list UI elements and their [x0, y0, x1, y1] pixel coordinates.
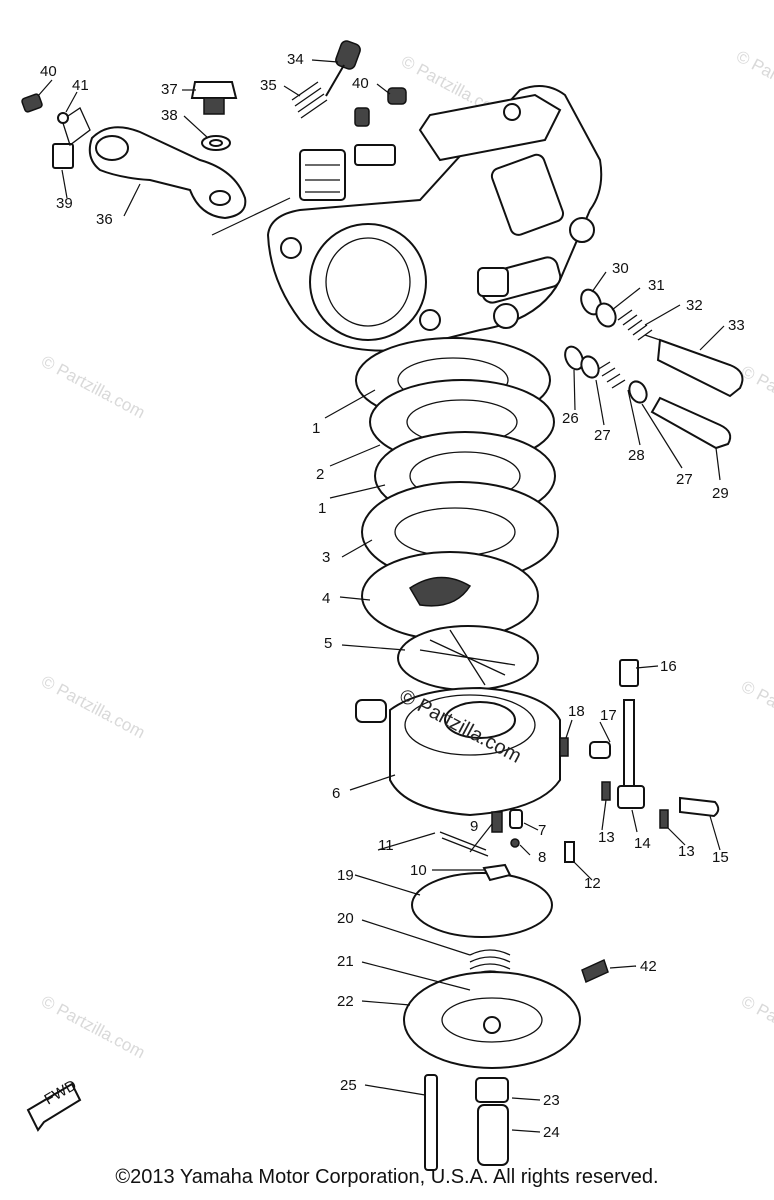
part-label: 6 — [332, 785, 340, 802]
part-label: 1 — [312, 420, 320, 437]
part-label: 39 — [56, 195, 73, 212]
watermark: © Partzilla.com — [38, 672, 148, 743]
part-label: 18 — [568, 703, 585, 720]
part-label: 23 — [543, 1092, 560, 1109]
part-label: 19 — [337, 867, 354, 884]
part-label: 10 — [410, 862, 427, 879]
part-label: 8 — [538, 849, 546, 866]
part-label: 22 — [337, 993, 354, 1010]
part-label: 14 — [634, 835, 651, 852]
part-label: 11 — [378, 837, 394, 854]
part-labels: 1 2 1 3 4 5 6 7 8 9 10 11 12 13 13 14 15… — [40, 51, 745, 1141]
fwd-arrow — [26, 1082, 82, 1132]
part-label: 33 — [728, 317, 745, 334]
adjusting-screw-assembly — [564, 288, 744, 450]
part-label: 16 — [660, 658, 677, 675]
part-label: 40 — [40, 63, 57, 80]
part-label: 28 — [628, 447, 645, 464]
part-label: 17 — [600, 707, 617, 724]
copyright-notice: ©2013 Yamaha Motor Corporation, U.S.A. A… — [115, 1166, 659, 1188]
throttle-stop-screw — [291, 40, 407, 127]
part-label: 42 — [640, 958, 657, 975]
part-label: 41 — [72, 77, 89, 94]
part-label: 29 — [712, 485, 729, 502]
watermark: © Partzilla.com — [38, 352, 148, 423]
watermark: © Partzilla.com — [38, 992, 148, 1063]
carburetor-body — [266, 85, 603, 352]
part-label: 20 — [337, 910, 354, 927]
part-label: 21 — [337, 953, 354, 970]
diaphragm-stack — [355, 337, 559, 691]
part-label: 37 — [161, 81, 178, 98]
part-label: 26 — [562, 410, 579, 427]
part-label: 15 — [712, 849, 729, 866]
part-label: 27 — [676, 471, 693, 488]
part-label: 5 — [324, 635, 332, 652]
part-label: 24 — [543, 1124, 560, 1141]
part-label: 34 — [287, 51, 304, 68]
watermark: © Partzilla.com — [738, 677, 774, 748]
part-label: 13 — [678, 843, 695, 860]
part-label: 1 — [318, 500, 326, 517]
part-label: 13 — [598, 829, 615, 846]
part-label: 38 — [161, 107, 178, 124]
part-label: 30 — [612, 260, 629, 277]
part-label: 4 — [322, 590, 330, 607]
pump-body — [355, 659, 720, 863]
throttle-lever-assembly — [21, 81, 247, 220]
leader-lines — [37, 59, 725, 1133]
part-label: 3 — [322, 549, 330, 566]
part-label: 7 — [538, 822, 546, 839]
part-label: 12 — [584, 875, 601, 892]
part-label: 31 — [648, 277, 665, 294]
watermark: © Partzilla.com — [733, 47, 774, 118]
part-label: 27 — [594, 427, 611, 444]
part-label: 25 — [340, 1077, 357, 1094]
part-label: 2 — [316, 466, 324, 483]
watermark: © Partzilla.com — [738, 992, 774, 1063]
part-label: 35 — [260, 77, 277, 94]
watermark: © Partzilla.com — [738, 362, 774, 433]
part-label: 40 — [352, 75, 369, 92]
part-label: 32 — [686, 297, 703, 314]
metering-assembly: FWD — [26, 863, 609, 1171]
part-label: 36 — [96, 211, 113, 228]
part-label: 9 — [470, 818, 478, 835]
